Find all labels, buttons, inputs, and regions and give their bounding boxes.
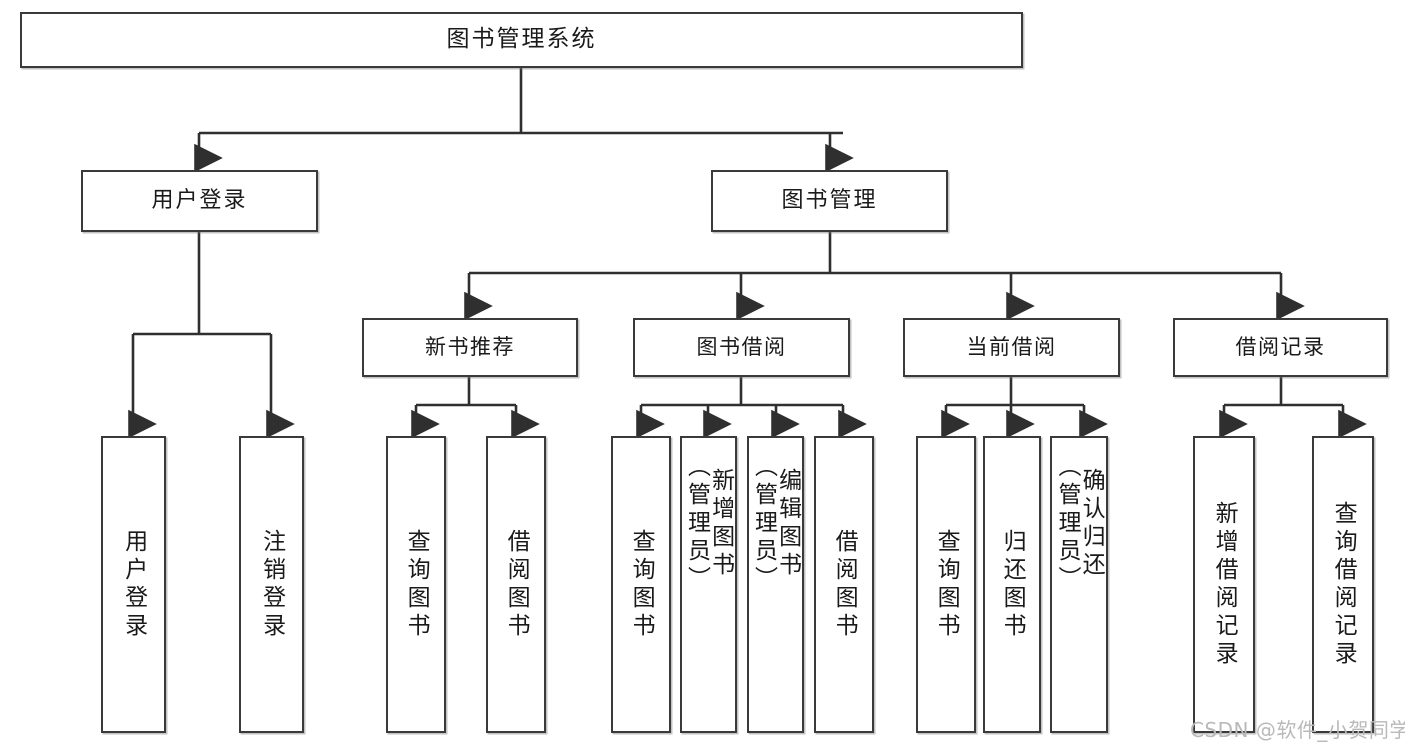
node-leaf-borrow-book-2-label: 借阅图书 — [831, 528, 858, 641]
node-leaf-return-book-label: 归还图书 — [999, 528, 1026, 641]
node-leaf-confirm-return[interactable]: 确认归还 （管理员） — [1050, 436, 1108, 733]
node-book-manage-label: 图书管理 — [781, 188, 878, 214]
node-root[interactable]: 图书管理系统 — [20, 12, 1023, 68]
node-user-login-label: 用户登录 — [151, 188, 248, 214]
node-new-book-recommend-label: 新书推荐 — [425, 335, 515, 360]
node-leaf-query-record-label: 查询借阅记录 — [1330, 500, 1357, 669]
node-borrow-record-label: 借阅记录 — [1235, 335, 1326, 360]
node-leaf-query-book-3[interactable]: 查询图书 — [916, 436, 976, 733]
node-leaf-borrow-book-2[interactable]: 借阅图书 — [814, 436, 874, 733]
node-book-borrow[interactable]: 图书借阅 — [633, 318, 850, 377]
node-leaf-return-book[interactable]: 归还图书 — [983, 436, 1041, 733]
node-leaf-user-login[interactable]: 用户登录 — [101, 436, 166, 733]
node-leaf-borrow-book-1-label: 借阅图书 — [503, 528, 530, 641]
node-new-book-recommend[interactable]: 新书推荐 — [362, 318, 578, 377]
node-current-borrow[interactable]: 当前借阅 — [903, 318, 1120, 377]
node-leaf-confirm-return-label: 确认归还 （管理员） — [1054, 454, 1105, 594]
node-leaf-add-book-label: 新增图书 （管理员） — [683, 454, 734, 594]
node-book-borrow-label: 图书借阅 — [696, 335, 787, 360]
node-leaf-edit-book-label: 编辑图书 （管理员） — [750, 454, 801, 594]
node-leaf-query-book-2-label: 查询图书 — [628, 528, 655, 641]
node-leaf-user-login-label: 用户登录 — [120, 528, 147, 641]
node-leaf-add-book[interactable]: 新增图书 （管理员） — [680, 436, 737, 733]
node-leaf-query-book-1-label: 查询图书 — [403, 528, 430, 641]
node-book-manage[interactable]: 图书管理 — [711, 170, 948, 232]
node-borrow-record[interactable]: 借阅记录 — [1173, 318, 1388, 377]
node-leaf-query-book-1[interactable]: 查询图书 — [386, 436, 446, 733]
node-leaf-borrow-book-1[interactable]: 借阅图书 — [486, 436, 546, 733]
node-leaf-edit-book[interactable]: 编辑图书 （管理员） — [747, 436, 804, 733]
node-current-borrow-label: 当前借阅 — [966, 335, 1057, 360]
node-user-login[interactable]: 用户登录 — [81, 170, 318, 232]
node-leaf-query-record[interactable]: 查询借阅记录 — [1312, 436, 1374, 733]
node-leaf-add-record-label: 新增借阅记录 — [1211, 500, 1238, 669]
node-leaf-query-book-3-label: 查询图书 — [933, 528, 960, 641]
node-leaf-add-record[interactable]: 新增借阅记录 — [1193, 436, 1255, 733]
node-leaf-user-logout-label: 注销登录 — [258, 528, 285, 641]
node-leaf-user-logout[interactable]: 注销登录 — [239, 436, 304, 733]
node-root-label: 图书管理系统 — [446, 26, 597, 53]
node-leaf-query-book-2[interactable]: 查询图书 — [611, 436, 671, 733]
